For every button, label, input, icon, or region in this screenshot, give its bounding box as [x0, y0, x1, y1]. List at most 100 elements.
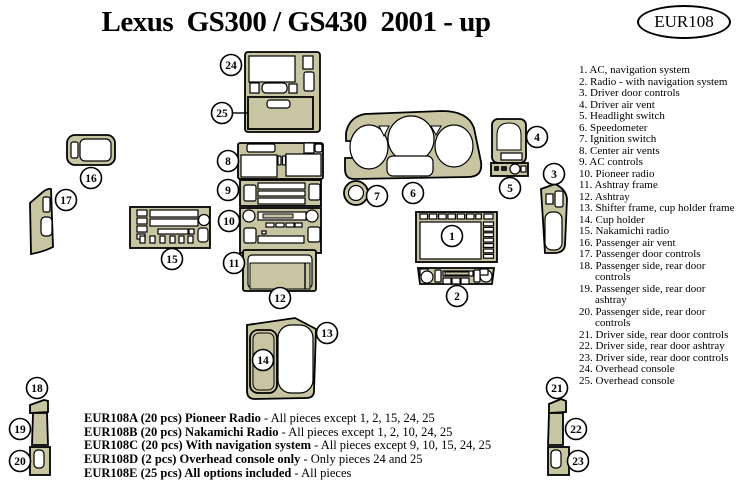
legend-item-18: 18. Passenger side, rear door controls [579, 259, 706, 283]
legend-item-22: 22. Driver side, rear door ashtray [579, 340, 725, 352]
svg-text:16: 16 [85, 173, 97, 185]
product-line-d: EUR108D (2 pcs) Overhead console only - … [84, 452, 491, 467]
callout-1: 1 [440, 224, 464, 248]
legend-item-4: 4. Driver air vent [579, 98, 655, 111]
legend-item-16: 16. Passenger air vent [579, 236, 676, 249]
svg-text:19: 19 [14, 424, 26, 436]
callout-13: 13 [315, 321, 339, 345]
svg-text:24: 24 [225, 60, 237, 72]
piece-headlight-switch [490, 162, 529, 177]
callout-16: 16 [79, 166, 103, 190]
legend-item-25: 25. Overhead console [579, 374, 675, 387]
kit-code-text: EUR108 [654, 12, 714, 31]
piece-center-air-vents [237, 142, 324, 180]
svg-text:1: 1 [449, 231, 455, 243]
svg-text:14: 14 [257, 355, 269, 367]
svg-text:20: 20 [14, 456, 26, 468]
callout-22: 22 [564, 417, 588, 441]
legend-item-24: 24. Overhead console [579, 363, 675, 375]
callout-18: 18 [25, 376, 49, 400]
callout-14: 14 [251, 348, 275, 372]
legend-item-11: 11. Ashtray frame [579, 179, 658, 191]
legend-item-5: 5. Headlight switch [579, 110, 665, 122]
product-code-d: EUR108D (2 pcs) Overhead console only [84, 452, 301, 467]
product-line-c: EUR108C (20 pcs) With navigation system … [84, 439, 491, 453]
product-code-b: EUR108B (20 pcs) Nakamichi Radio [84, 424, 279, 439]
callout-17: 17 [54, 188, 78, 212]
callout-19: 19 [8, 417, 32, 441]
piece-passenger-door-controls [29, 187, 54, 256]
legend-item-15: 15. Nakamichi radio [579, 225, 670, 237]
piece-passenger-air-vent [66, 134, 116, 166]
callout-25: 25 [210, 101, 234, 125]
page-title: Lexus GS300 / GS430 2001 - up [101, 6, 491, 38]
callout-6: 6 [401, 181, 425, 205]
callout-8: 8 [216, 149, 240, 173]
piece-pioneer-radio [239, 207, 322, 254]
piece-driver-rear-door-set [547, 398, 570, 476]
callout-15: 15 [160, 247, 184, 271]
legend-item-6: 6. Speedometer [579, 121, 648, 134]
piece-ashtray-frame [242, 249, 317, 292]
product-code-c: EUR108C (20 pcs) With navigation system [84, 438, 311, 453]
svg-text:25: 25 [216, 108, 228, 120]
svg-text:23: 23 [572, 456, 584, 468]
product-code-a: EUR108A (20 pcs) Pioneer Radio [84, 411, 261, 425]
legend-item-12: 12. Ashtray [579, 190, 630, 203]
product-desc-b: - All pieces except 1, 2, 10, 24, 25 [278, 424, 453, 439]
callout-9: 9 [216, 178, 240, 202]
svg-text:9: 9 [225, 185, 231, 197]
callout-5: 5 [498, 176, 522, 200]
legend-item-7: 7. Ignition switch [579, 133, 657, 145]
svg-text:17: 17 [60, 195, 72, 207]
callout-10: 10 [217, 209, 241, 233]
callout-24: 24 [219, 53, 243, 77]
piece-radio-navigation [416, 267, 496, 285]
callout-12: 12 [268, 286, 292, 310]
svg-text:11: 11 [229, 258, 240, 270]
piece-overhead-console [244, 51, 321, 133]
product-desc-e: - All pieces [291, 465, 352, 480]
svg-text:4: 4 [534, 132, 540, 144]
svg-text:6: 6 [410, 188, 416, 200]
svg-text:22: 22 [570, 424, 582, 436]
piece-ac-controls [239, 179, 322, 207]
kit-code-badge: EUR108 [637, 5, 731, 39]
product-desc-a: - All pieces except 1, 2, 15, 24, 25 [260, 411, 435, 425]
callout-7: 7 [365, 184, 389, 208]
svg-text:18: 18 [31, 383, 43, 395]
legend-item-2: 2. Radio - with navigation system [579, 75, 728, 88]
product-line-b: EUR108B (20 pcs) Nakamichi Radio - All p… [84, 424, 491, 440]
svg-text:12: 12 [274, 293, 286, 305]
piece-driver-air-vent [491, 118, 527, 164]
callout-20: 20 [8, 449, 32, 473]
svg-text:2: 2 [454, 291, 460, 303]
product-desc-c: - All pieces except 9, 10, 15, 24, 25 [310, 438, 492, 453]
piece-driver-door-controls [540, 183, 568, 254]
svg-text:10: 10 [223, 216, 235, 228]
callout-2: 2 [445, 284, 469, 308]
product-desc-d: - Only pieces 24 and 25 [300, 452, 423, 467]
legend-item-10: 10. Pioneer radio [579, 167, 655, 180]
legend-item-9: 9. AC controls [579, 156, 643, 168]
svg-text:3: 3 [551, 169, 557, 181]
product-line-e: EUR108E (25 pcs) All options included - … [84, 465, 491, 481]
legend-item-17: 17. Passenger door controls [579, 248, 701, 260]
legend-item-19: 19. Passenger side, rear door ashtray [579, 282, 706, 306]
legend-item-21: 21. Driver side, rear door controls [579, 328, 729, 341]
parts-legend: 1. AC, navigation system 2. Radio - with… [579, 64, 748, 387]
svg-text:15: 15 [166, 254, 178, 266]
svg-text:5: 5 [507, 183, 513, 195]
legend-item-14: 14. Cup holder [579, 213, 645, 226]
product-line-a: EUR108A (20 pcs) Pioneer Radio - All pie… [84, 411, 491, 426]
piece-ignition-switch [343, 180, 369, 206]
legend-item-3: 3. Driver door controls [579, 87, 680, 99]
piece-nakamichi-radio [129, 206, 211, 249]
callout-23: 23 [566, 449, 590, 473]
callout-21: 21 [545, 376, 569, 400]
legend-item-1: 1. AC, navigation system [579, 64, 690, 76]
legend-item-20: 20. Passenger side, rear door controls [579, 305, 706, 329]
callout-3: 3 [542, 162, 566, 186]
